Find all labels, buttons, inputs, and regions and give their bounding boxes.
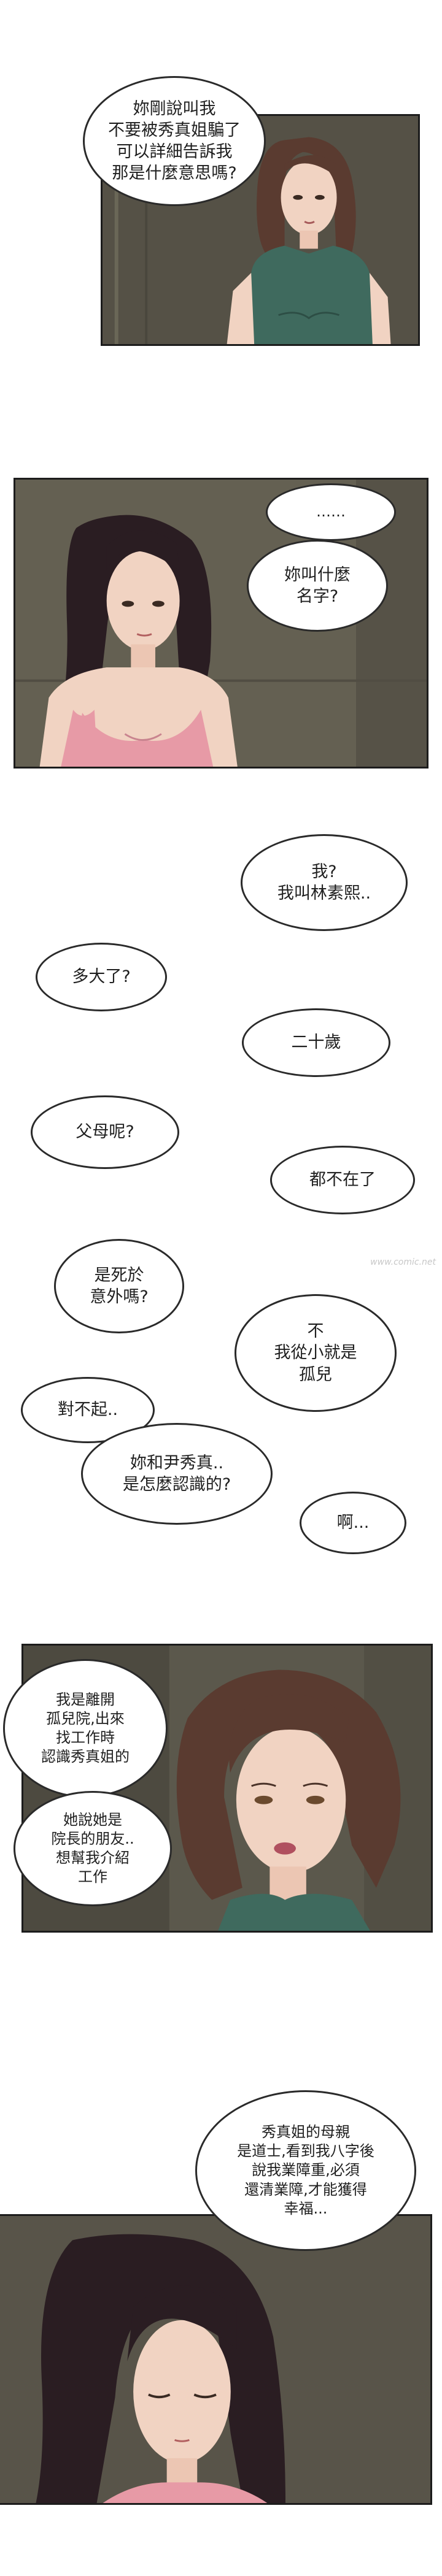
speech-bubble: 不 我從小就是 孤兒 bbox=[235, 1294, 397, 1412]
speech-bubble: 妳剛說叫我 不要被秀真姐騙了 可以詳細告訴我 那是什麼意思嗎? bbox=[83, 76, 266, 206]
speech-bubble: 是死於 意外嗎? bbox=[54, 1239, 184, 1333]
speech-bubble: 我是離開 孤兒院,出來 找工作時 認識秀真姐的 bbox=[3, 1659, 168, 1798]
speech-bubble: 都不在了 bbox=[270, 1146, 415, 1214]
speech-bubble: 妳和尹秀真.. 是怎麼認識的? bbox=[81, 1423, 273, 1525]
speech-bubble: 父母呢? bbox=[31, 1095, 179, 1169]
speech-bubble: 我? 我叫林素熙.. bbox=[241, 834, 408, 931]
speech-bubble: 她說她是 院長的朋友.. 想幫我介紹 工作 bbox=[14, 1791, 172, 1906]
speech-bubble: 啊... bbox=[300, 1492, 406, 1554]
speech-bubble: 二十歲 bbox=[242, 1008, 390, 1077]
speech-bubble: 秀真姐的母親 是道士,看到我八字後 說我業障重,必須 還清業障,才能獲得 幸福.… bbox=[195, 2090, 416, 2251]
watermark: www.comic.net bbox=[370, 1257, 436, 1267]
panel-4-art bbox=[0, 2216, 430, 2503]
speech-bubble: 多大了? bbox=[36, 943, 167, 1011]
panel-4 bbox=[0, 2214, 432, 2505]
speech-bubble: …… bbox=[266, 483, 396, 541]
speech-bubble: 妳叫什麼 名字? bbox=[247, 540, 388, 632]
